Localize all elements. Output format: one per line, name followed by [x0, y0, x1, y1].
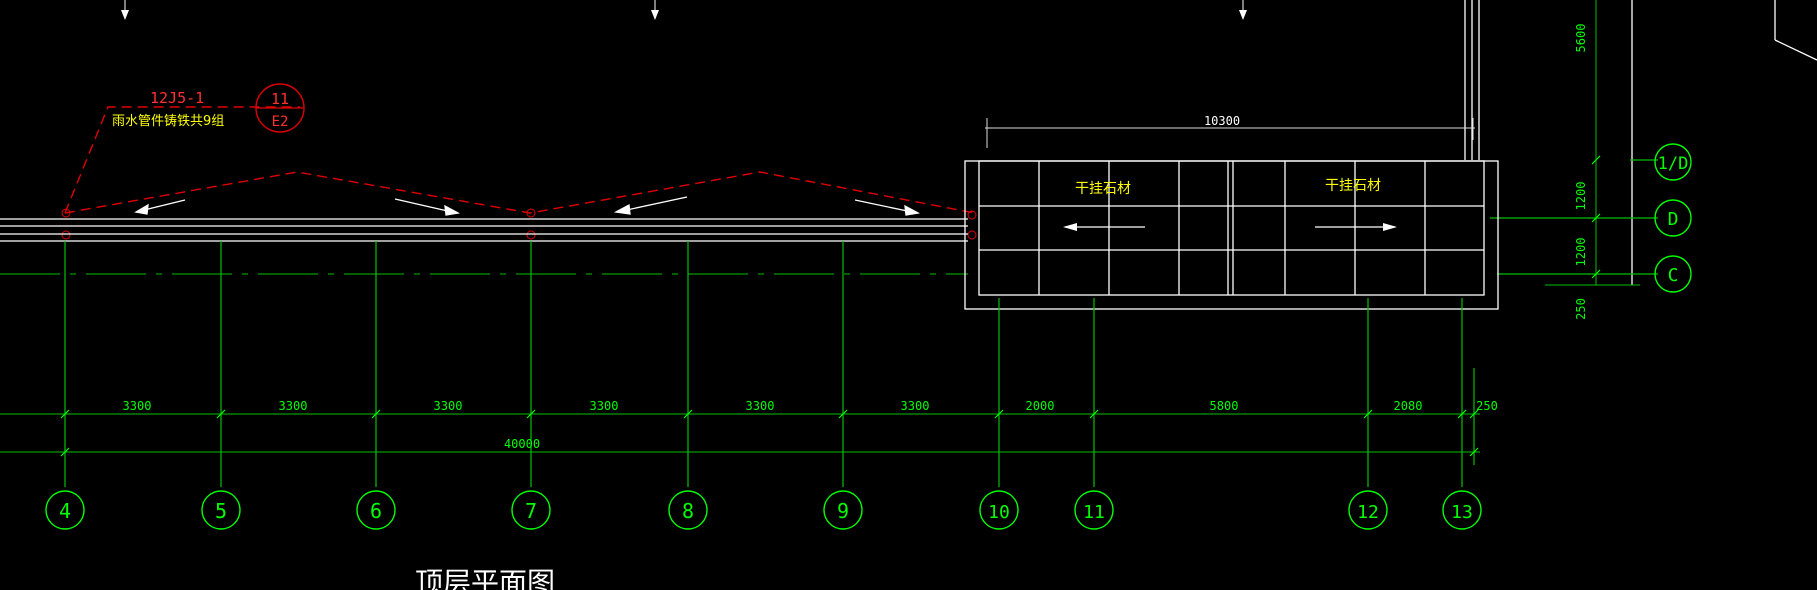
- skylight-label-left: 干挂石材: [1075, 181, 1131, 197]
- bay-dimensions: 3300 3300 3300 3300 3300 3300 2000 5800 …: [123, 399, 1498, 451]
- skylight-label-right: 干挂石材: [1325, 178, 1381, 194]
- axis-label-4: 4: [59, 499, 71, 523]
- detail-number: 11: [271, 90, 289, 108]
- dim-bay-8: 5800: [1210, 399, 1239, 413]
- dimension-lines: [0, 409, 1480, 457]
- skylight: 干挂石材 干挂石材 10300: [964, 114, 1499, 310]
- axis-label-8: 8: [682, 499, 694, 523]
- skylight-width: 10300: [1204, 114, 1240, 128]
- axis-label-5: 5: [215, 499, 227, 523]
- dim-bay-9: 2080: [1394, 399, 1423, 413]
- axis-label-6: 6: [370, 499, 382, 523]
- row-axis-label-2: D: [1668, 209, 1679, 230]
- dim-bay-7: 2000: [1026, 399, 1055, 413]
- axis-label-13: 13: [1451, 502, 1473, 523]
- axis-label-7: 7: [525, 499, 537, 523]
- dim-bay-6: 3300: [901, 399, 930, 413]
- dim-bay-3: 3300: [434, 399, 463, 413]
- callout-ref: 12J5-1: [150, 89, 204, 107]
- section-markers: [121, 0, 1247, 20]
- row-axis-label-3: C: [1668, 265, 1679, 286]
- dim-bay-10: 250: [1476, 399, 1498, 413]
- grid-lines: [64, 241, 1475, 487]
- dim-v-2: 1200: [1574, 182, 1588, 211]
- axis-label-11: 11: [1083, 502, 1105, 523]
- axis-label-9: 9: [837, 499, 849, 523]
- row-axis-bubble-2: [1654, 199, 1692, 237]
- parapet-walls: [0, 218, 968, 242]
- column-axis-bubbles: 4 5 6 7 8 9 10 11 12 13: [45, 490, 1482, 530]
- dim-bay-5: 3300: [746, 399, 775, 413]
- callout-note: 雨水管件铸铁共9组: [112, 113, 224, 129]
- row-axis-bubbles: 1/D D C: [1654, 143, 1692, 293]
- dim-v-3: 1200: [1574, 238, 1588, 267]
- dim-bay-1: 3300: [123, 399, 152, 413]
- dim-v-4: 250: [1574, 298, 1588, 320]
- right-dimensions: 5600 1200 1200 250: [1545, 0, 1640, 320]
- drawing-title: 顶层平面图: [415, 566, 555, 590]
- slope-arrows: [134, 196, 920, 216]
- row-axis-label-1: 1/D: [1658, 154, 1689, 174]
- shaft-walls: [1464, 0, 1817, 285]
- row-axis-bubble-1: [1654, 143, 1692, 181]
- roof-slope-lines: [61, 106, 977, 240]
- dim-overall: 40000: [504, 437, 540, 451]
- axis-label-10: 10: [988, 502, 1010, 523]
- detail-sheet: E2: [272, 114, 289, 130]
- axis-label-12: 12: [1357, 502, 1379, 523]
- dim-bay-4: 3300: [590, 399, 619, 413]
- row-axis-bubble-3: [1654, 255, 1692, 293]
- dim-bay-2: 3300: [279, 399, 308, 413]
- detail-callout: 12J5-1 11 E2 雨水管件铸铁共9组: [112, 83, 305, 133]
- dim-v-1: 5600: [1574, 24, 1588, 53]
